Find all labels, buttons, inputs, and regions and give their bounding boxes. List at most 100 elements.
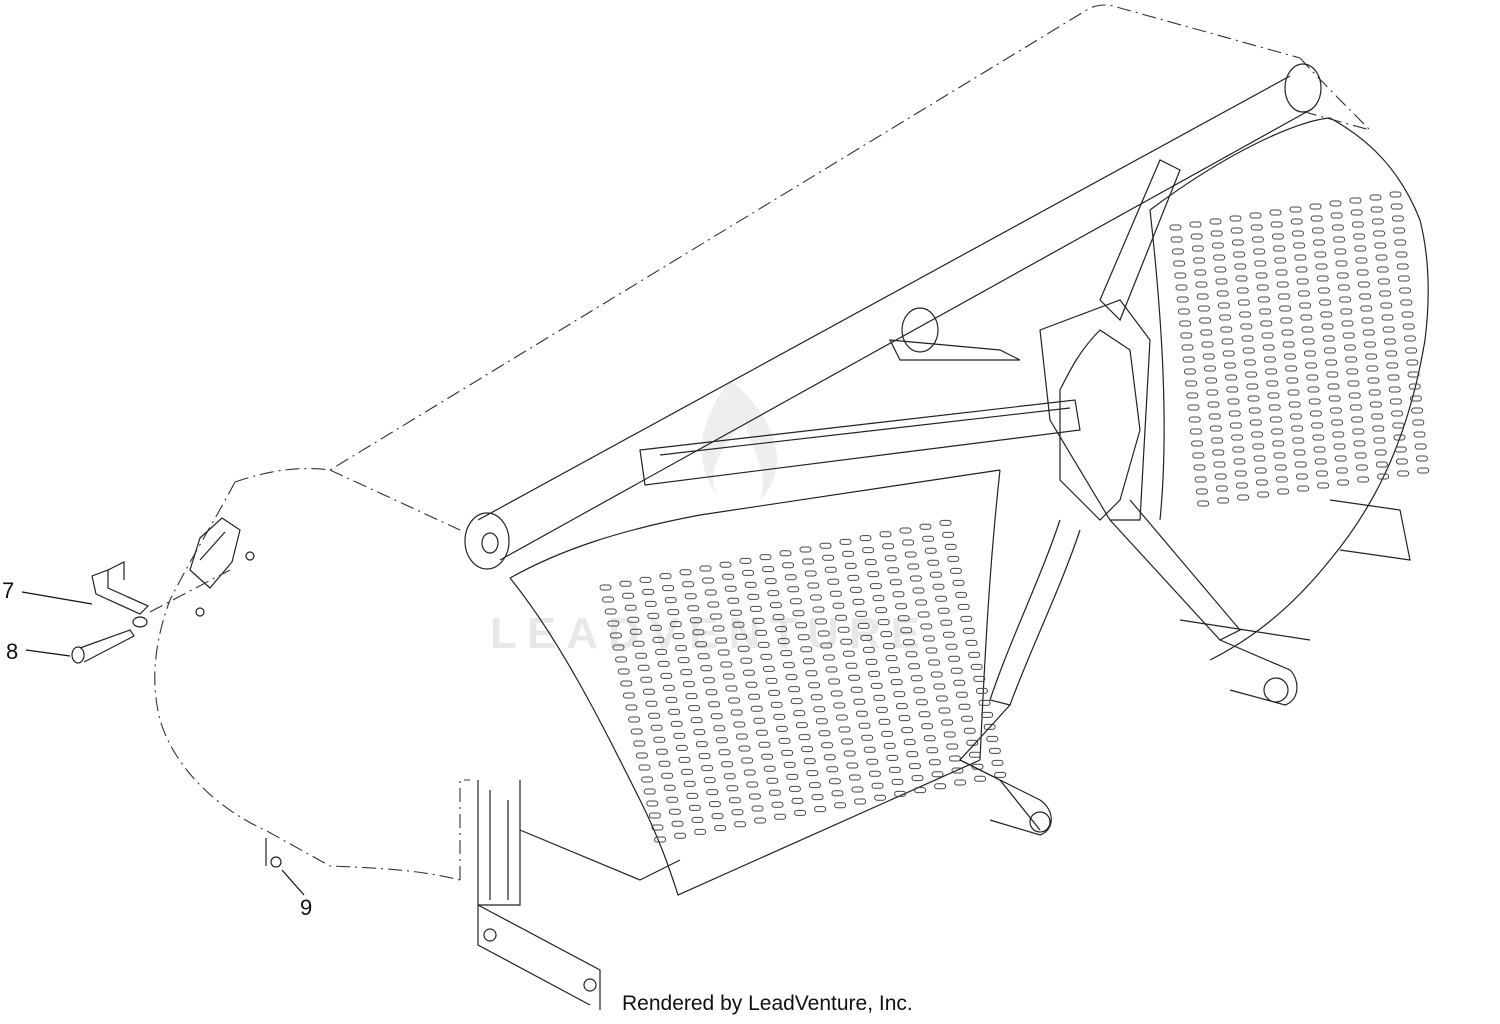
perforation-slot (749, 605, 762, 612)
perforation-slot (1191, 440, 1204, 447)
perforation-slot (1235, 275, 1248, 282)
perforation-slot (658, 760, 671, 767)
perforation-slot (785, 674, 798, 681)
perforation-slot (981, 711, 994, 718)
perforation-slot (1331, 224, 1344, 231)
perforation-slot (732, 621, 745, 628)
perforation-slot (1353, 440, 1366, 447)
perforation-slot (1343, 344, 1356, 351)
perforation-slot (906, 751, 919, 758)
perforation-slot (1233, 458, 1246, 465)
perforation-slot (968, 651, 981, 658)
perforation-slot (673, 732, 686, 739)
perforation-slot (815, 618, 828, 625)
perforation-slot (830, 690, 843, 697)
perforation-slot (1252, 443, 1265, 450)
perforation-slot (1199, 317, 1212, 324)
perforation-slot (1181, 344, 1194, 351)
perforation-slot (825, 666, 838, 673)
perforation-slot (1330, 212, 1343, 219)
perforation-slot (957, 603, 970, 610)
perforation-slot (628, 716, 641, 723)
perforation-slot (1355, 257, 1368, 264)
perforation-slot (802, 658, 815, 665)
perforation-slot (762, 665, 775, 672)
perforation-slot (1392, 422, 1405, 429)
perforation-slot (1192, 452, 1205, 459)
perforation-slot (1171, 248, 1184, 255)
perforation-slot (1389, 398, 1402, 405)
perforation-slot (1294, 254, 1307, 261)
perforation-slot (688, 804, 701, 811)
perforation-slot (889, 579, 902, 586)
perforation-slot (1311, 422, 1324, 429)
perforation-slot (1257, 491, 1270, 498)
perforation-slot (1369, 194, 1382, 201)
perforation-slot (921, 723, 934, 730)
perforation-slots-front (599, 519, 1007, 843)
perforation-slot (901, 727, 914, 734)
perforation-slot (922, 535, 935, 542)
perforation-slot (1280, 317, 1293, 324)
perforation-slot (713, 725, 726, 732)
perforation-slot (1395, 251, 1408, 258)
perforation-slot (846, 762, 859, 769)
perforation-slot (1414, 443, 1427, 450)
perforation-slot (748, 693, 761, 700)
perforation-slot (1215, 278, 1228, 285)
perforation-slot (809, 594, 822, 601)
rear-screen-panel (1149, 117, 1429, 661)
perforation-slot (915, 699, 928, 706)
perforation-slot (818, 730, 831, 737)
perforation-slot (1369, 401, 1382, 408)
perforation-slot (654, 836, 667, 843)
perforation-slot (866, 758, 879, 765)
perforation-slot (1274, 464, 1287, 471)
perforation-slot (1220, 326, 1233, 333)
perforation-slot (942, 531, 955, 538)
perforation-slot (926, 747, 939, 754)
perforation-slot (1207, 401, 1220, 408)
perforation-slot (927, 559, 940, 566)
perforation-slot (951, 767, 964, 774)
perforation-slot (1240, 323, 1253, 330)
perforation-slot (870, 682, 883, 689)
perforation-slot (1412, 419, 1425, 426)
perforation-slot (633, 740, 646, 747)
perforation-slot (1301, 326, 1314, 333)
perforation-slot (822, 654, 835, 661)
perforation-slot (1214, 266, 1227, 273)
perforation-slot (801, 746, 814, 753)
perforation-slot (1233, 251, 1246, 258)
perforation-slot (751, 805, 764, 812)
perforation-slot (1333, 236, 1346, 243)
perforation-slot (655, 748, 668, 755)
perforation-slot (805, 670, 818, 677)
perforation-slot (1195, 488, 1208, 495)
perforation-slot (682, 581, 695, 588)
perforation-slot (1380, 302, 1393, 309)
perforation-slot (853, 698, 866, 705)
perforation-slot (689, 617, 702, 624)
perforation-slot (794, 809, 807, 816)
perforation-slot (1277, 488, 1290, 495)
perforation-slot (662, 585, 675, 592)
perforation-slot (815, 718, 828, 725)
perforation-slot (824, 566, 837, 573)
perforation-slot (1275, 269, 1288, 276)
perforation-slot (1297, 485, 1310, 492)
leader-7 (21, 591, 93, 605)
perforation-slot (864, 559, 877, 566)
perforation-slot (1387, 374, 1400, 381)
perforation-slot (602, 596, 615, 603)
perforation-slot (735, 733, 748, 740)
perforation-slot (748, 793, 761, 800)
perforation-slot (1313, 239, 1326, 246)
perforation-slot (1249, 212, 1262, 219)
perforation-slot (1339, 296, 1352, 303)
perforation-slot (799, 546, 812, 553)
perforation-slot (938, 707, 951, 714)
perforation-slot (1349, 404, 1362, 411)
perforation-slot (1340, 308, 1353, 315)
